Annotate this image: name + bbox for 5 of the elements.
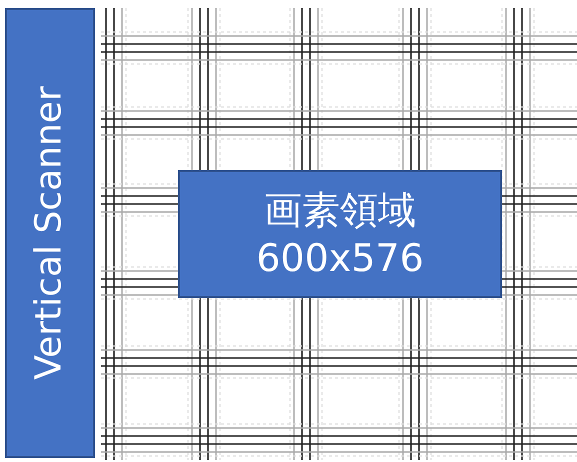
box-label: 600x576 bbox=[256, 235, 424, 282]
scanner-box bbox=[5, 8, 95, 458]
box-label: 画素領域 bbox=[264, 187, 416, 234]
vertical-label: Vertical Scanner bbox=[28, 86, 71, 380]
pixel-area-box bbox=[178, 170, 502, 298]
